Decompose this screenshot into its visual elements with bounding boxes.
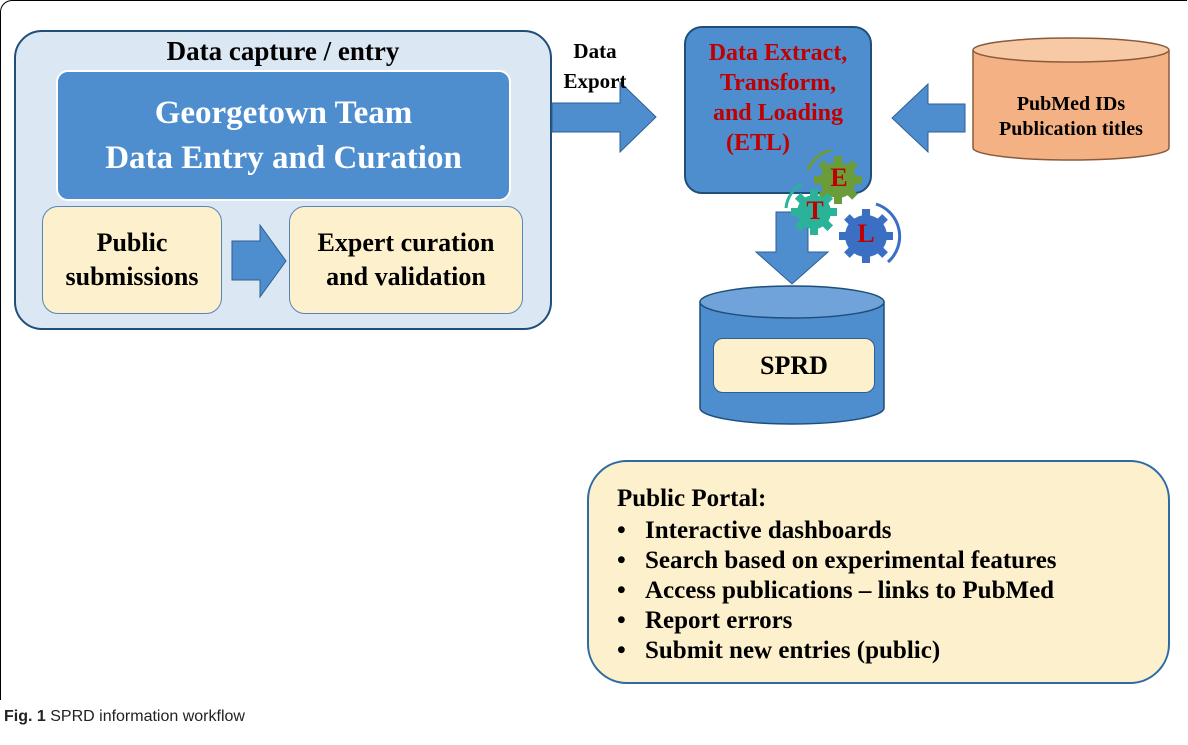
etl-gears	[784, 150, 902, 264]
pubmed-arrow	[891, 82, 966, 154]
portal-title: Public Portal:	[617, 485, 767, 512]
bullet-icon: •	[617, 637, 626, 664]
portal-item: •Submit new entries (public)	[617, 637, 941, 664]
expert-curation-box: Expert curation and validation	[289, 206, 523, 314]
gear-e-letter: E	[830, 163, 848, 192]
gear-t-icon	[784, 182, 837, 235]
gear-l-icon	[839, 202, 902, 264]
gear-t-letter: T	[806, 196, 824, 225]
etl-line-3: and Loading	[712, 100, 844, 126]
export-line-2: Export	[563, 69, 627, 94]
gear-e-icon	[806, 150, 862, 204]
data-capture-title: Data capture / entry	[166, 36, 400, 66]
bullet-icon: •	[617, 517, 626, 544]
public-portal-box: Public Portal: •Interactive dashboards •…	[587, 460, 1170, 684]
expert-line-2: and validation	[326, 262, 486, 291]
pubmed-line-1: PubMed IDs	[1016, 93, 1126, 115]
team-line-2: Data Entry and Curation	[105, 139, 462, 176]
portal-feature-list: •Interactive dashboards •Search based on…	[617, 516, 1168, 666]
export-line-1: Data	[573, 39, 617, 63]
etl-line-1: Data Extract,	[708, 40, 848, 66]
caption-label: Fig. 1	[4, 708, 46, 725]
bullet-icon: •	[617, 607, 626, 634]
team-line-1: Georgetown Team	[154, 94, 413, 131]
data-export-arrow	[551, 80, 657, 154]
pubmed-line-2: Publication titles	[999, 118, 1143, 140]
data-export-label: Data Export	[562, 36, 628, 97]
pubmed-label: PubMed IDs Publication titles	[973, 92, 1169, 142]
bullet-icon: •	[617, 577, 626, 604]
portal-item: •Access publications – links to PubMed	[617, 577, 1055, 604]
portal-item: •Report errors	[617, 607, 793, 634]
figure-frame	[0, 0, 1187, 700]
public-line-2: submissions	[65, 262, 199, 291]
pubmed-cylinder	[972, 37, 1170, 161]
submission-arrow	[231, 223, 287, 299]
caption-text: SPRD information workflow	[50, 708, 245, 725]
expert-line-1: Expert curation	[317, 228, 495, 258]
portal-item: •Interactive dashboards	[617, 517, 892, 544]
public-line-1: Public	[96, 228, 168, 258]
sprd-label: SPRD	[713, 338, 875, 393]
bullet-icon: •	[617, 547, 626, 574]
georgetown-team-box: Georgetown Team Data Entry and Curation	[56, 70, 511, 201]
gear-l-letter: L	[857, 219, 875, 248]
etl-line-2: Transform,	[719, 70, 837, 96]
public-submissions-box: Public submissions	[42, 206, 222, 314]
figure-caption: Fig. 1 SPRD information workflow	[4, 708, 245, 726]
etl-line-4: (ETL)	[725, 130, 790, 156]
portal-item: •Search based on experimental features	[617, 547, 1057, 574]
